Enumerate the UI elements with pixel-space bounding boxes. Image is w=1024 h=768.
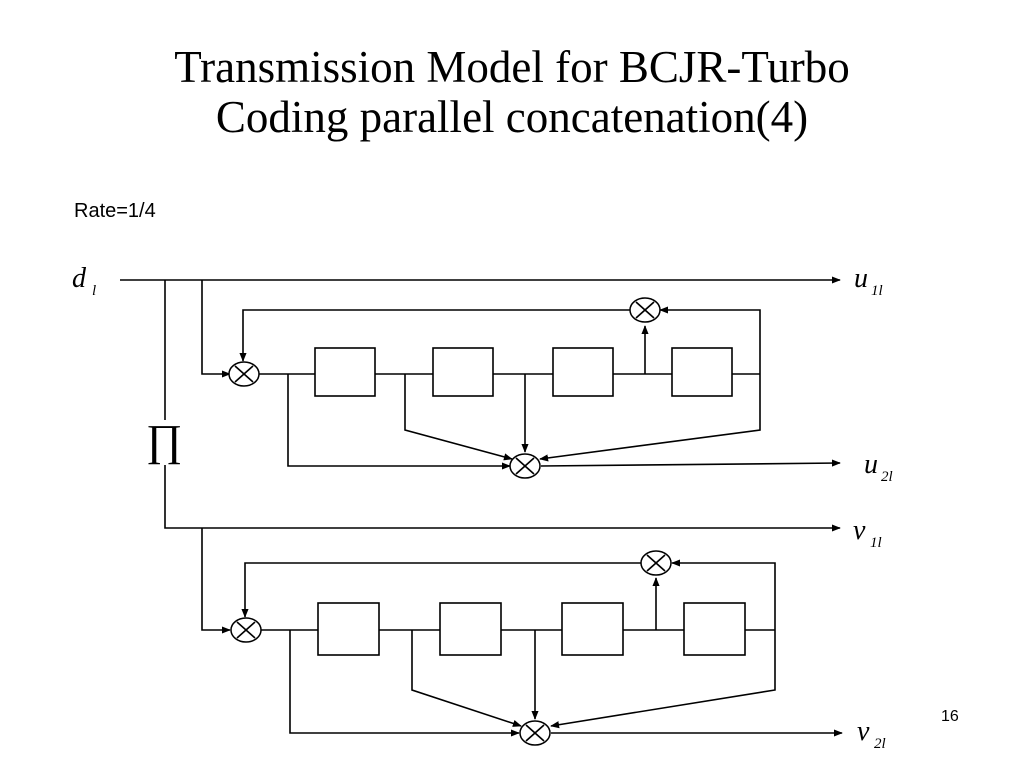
- enc1-parity-tap: [287, 374, 511, 470]
- enc2-parity-tap: [550, 630, 776, 729]
- output-label-v2: v 2l: [857, 716, 886, 752]
- enc1-feedback-tap: [659, 306, 761, 374]
- output-u1-symbol: u: [854, 263, 868, 294]
- enc2-feedback-return: [241, 562, 641, 618]
- enc1-register-4: [671, 347, 733, 397]
- enc1-register-2: [432, 347, 494, 397]
- enc1-input-line: [201, 280, 231, 378]
- input-symbol: d: [72, 263, 87, 294]
- enc1-feedback-mixer-icon: [629, 297, 661, 323]
- slide-title-line-1: Transmission Model for BCJR-Turbo: [174, 42, 850, 92]
- output-v1-symbol: v: [853, 515, 866, 546]
- enc2-parity-tap: [289, 630, 520, 737]
- enc2-input-line: [201, 528, 231, 634]
- enc2-parity-tap: [411, 630, 522, 727]
- enc1-parity-tap: [404, 374, 513, 461]
- enc1-feedback-return: [239, 309, 630, 362]
- enc2-output-mixer-icon: [519, 720, 551, 746]
- enc1-parity-tap: [539, 374, 761, 462]
- enc2-feedback-mixer-icon: [640, 550, 672, 576]
- output-u2-subscript: 2l: [881, 469, 893, 485]
- output-v2-subscript: 2l: [874, 736, 886, 752]
- interleaver-symbol: ∏: [146, 416, 182, 465]
- input-subscript: l: [92, 283, 96, 299]
- enc1-input-mixer-icon: [228, 361, 260, 387]
- encoder-1: [201, 280, 841, 479]
- enc1-output-mixer-icon: [509, 453, 541, 479]
- enc1-register-1: [314, 347, 376, 397]
- output-v1-subscript: 1l: [870, 535, 882, 551]
- rate-label: Rate=1/4: [74, 200, 156, 222]
- enc2-register-1: [317, 602, 380, 656]
- enc2-input-mixer-icon: [230, 617, 262, 643]
- output-u1-subscript: 1l: [871, 283, 883, 299]
- encoder-2: [201, 528, 843, 746]
- enc1-register-3: [552, 347, 614, 397]
- enc2-feedback-return-in: [671, 559, 776, 630]
- slide-title: Transmission Model for BCJR-Turbo Coding…: [0, 42, 1024, 142]
- output-label-u2: u 2l: [864, 449, 893, 485]
- enc2-register-4: [683, 602, 746, 656]
- output-u2-symbol: u: [864, 449, 878, 480]
- enc2-register-2: [439, 602, 502, 656]
- enc2-register-3: [561, 602, 624, 656]
- input-label-d: d l: [72, 263, 96, 299]
- output-label-u1: u 1l: [854, 263, 883, 299]
- enc1-parity-output-line: [540, 459, 841, 467]
- interleaved-output-line: [164, 465, 841, 532]
- slide-title-line-2: Coding parallel concatenation(4): [215, 92, 809, 142]
- page-number: 16: [941, 708, 959, 725]
- output-label-v1: v 1l: [853, 515, 882, 551]
- output-v2-symbol: v: [857, 716, 870, 747]
